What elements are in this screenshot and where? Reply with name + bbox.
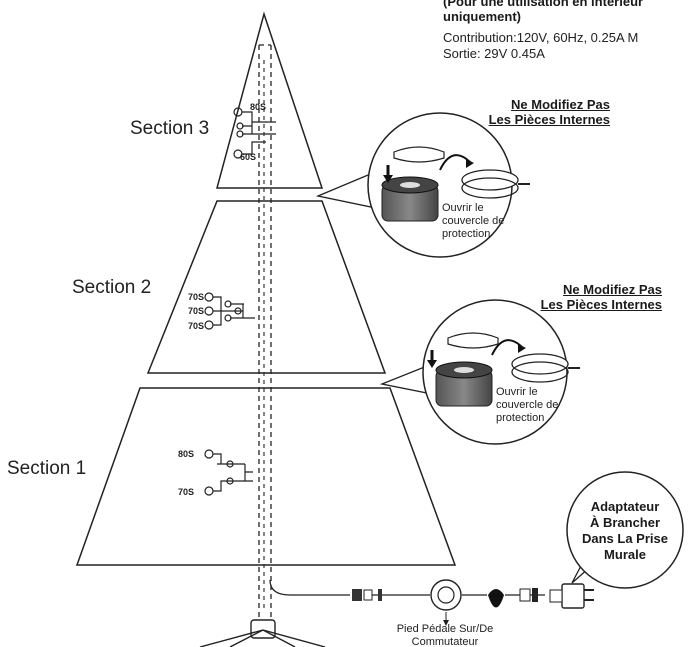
foot-pedal-line: Pied Pédale Sur/De — [396, 623, 494, 635]
tree-section-1 — [75, 387, 457, 566]
section-2-bulbs — [204, 292, 255, 330]
warning-line: Ne Modifiez Pas — [511, 97, 610, 112]
bulb-label: 70S — [188, 321, 205, 331]
foot-pedal-icon — [430, 579, 462, 626]
callout-lower — [379, 299, 580, 445]
cover-line: couvercle de — [442, 215, 505, 227]
tree-section-2 — [146, 200, 387, 374]
section-3-label: Section 3 — [130, 118, 210, 139]
usage-line-2: uniquement) — [443, 9, 521, 24]
tree-stand — [199, 619, 326, 647]
output-spec: Sortie: 29V 0.45A — [443, 46, 545, 61]
foot-pedal-line: Commutateur — [411, 636, 479, 647]
section-3-bulbs — [233, 107, 276, 159]
bulb-label: 70S — [188, 306, 205, 316]
warning-line: Ne Modifiez Pas — [563, 282, 662, 297]
adapter-line: À Brancher — [589, 515, 661, 530]
power-cord — [269, 579, 562, 596]
adapter-line: Adaptateur — [590, 499, 660, 514]
warning-line: Les Pièces Internes — [540, 297, 662, 312]
cover-line: protection — [496, 412, 545, 424]
warning-upper: Ne Modifiez Pas Les Pièces Internes — [460, 97, 610, 127]
adapter-label: Adaptateur À Brancher Dans La Prise Mura… — [567, 499, 683, 563]
cover-line: Ouvrir le — [496, 386, 538, 398]
cover-note-lower: Ouvrir le couvercle de protection — [496, 386, 558, 425]
cover-note-upper: Ouvrir le couvercle de protection — [442, 202, 504, 241]
input-spec: Contribution:120V, 60Hz, 0.25A M — [443, 30, 639, 45]
bulb-label: 60S — [240, 152, 257, 162]
section-2-label: Section 2 — [72, 277, 152, 298]
callout-upper — [315, 112, 530, 258]
cord-connectors — [352, 589, 382, 601]
warning-line: Les Pièces Internes — [488, 112, 610, 127]
tree-section-3 — [216, 11, 324, 189]
foot-pedal-label: Pied Pédale Sur/De Commutateur — [380, 623, 510, 647]
usage-line-1: (Pour une utilisation en intérieur — [443, 0, 644, 9]
usage-note: (Pour une utilisation en intérieur uniqu… — [443, 0, 643, 24]
center-pole — [258, 44, 272, 625]
adapter-line: Dans La Prise — [582, 531, 668, 546]
bulb-label: 70S — [178, 487, 195, 497]
section-1-bulbs — [204, 449, 253, 496]
bulb-label: 80S — [250, 102, 267, 112]
adapter-callout — [566, 471, 684, 589]
cover-line: Ouvrir le — [442, 202, 484, 214]
adapter-line: Murale — [604, 547, 646, 562]
bulb-label: 80S — [178, 449, 195, 459]
wall-adapter-icon — [549, 583, 594, 609]
cover-line: couvercle de — [496, 399, 559, 411]
cover-line: protection — [442, 228, 491, 240]
warning-lower: Ne Modifiez Pas Les Pièces Internes — [512, 282, 662, 312]
section-1-label: Section 1 — [7, 458, 87, 479]
bulb-label: 70S — [188, 292, 205, 302]
